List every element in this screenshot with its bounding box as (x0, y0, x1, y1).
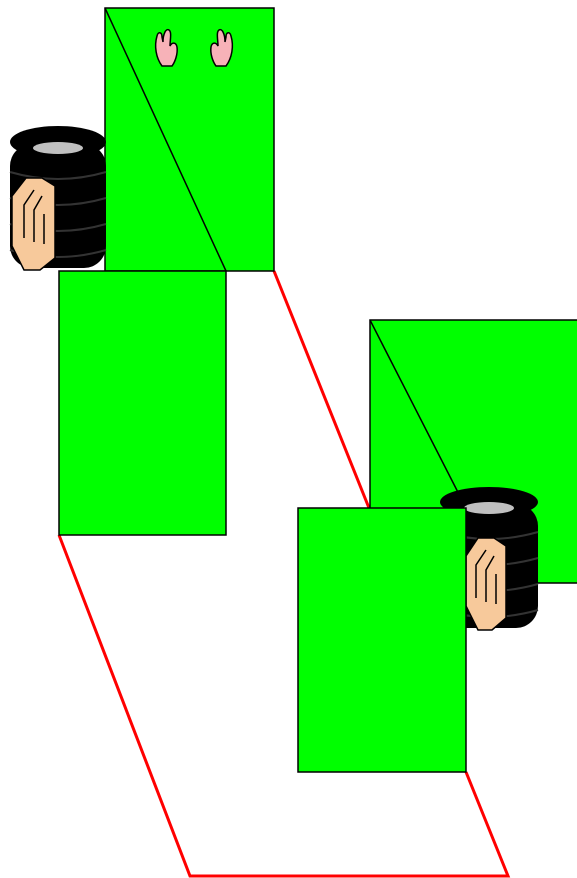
back-panel-top (104, 7, 275, 272)
front-panel-left (58, 270, 227, 536)
route-path (272, 270, 371, 509)
front-panel-right (297, 507, 467, 773)
tire-with-hand-icon (9, 126, 107, 271)
raised-hands-icon (154, 28, 234, 67)
route-path-lower (57, 534, 511, 878)
